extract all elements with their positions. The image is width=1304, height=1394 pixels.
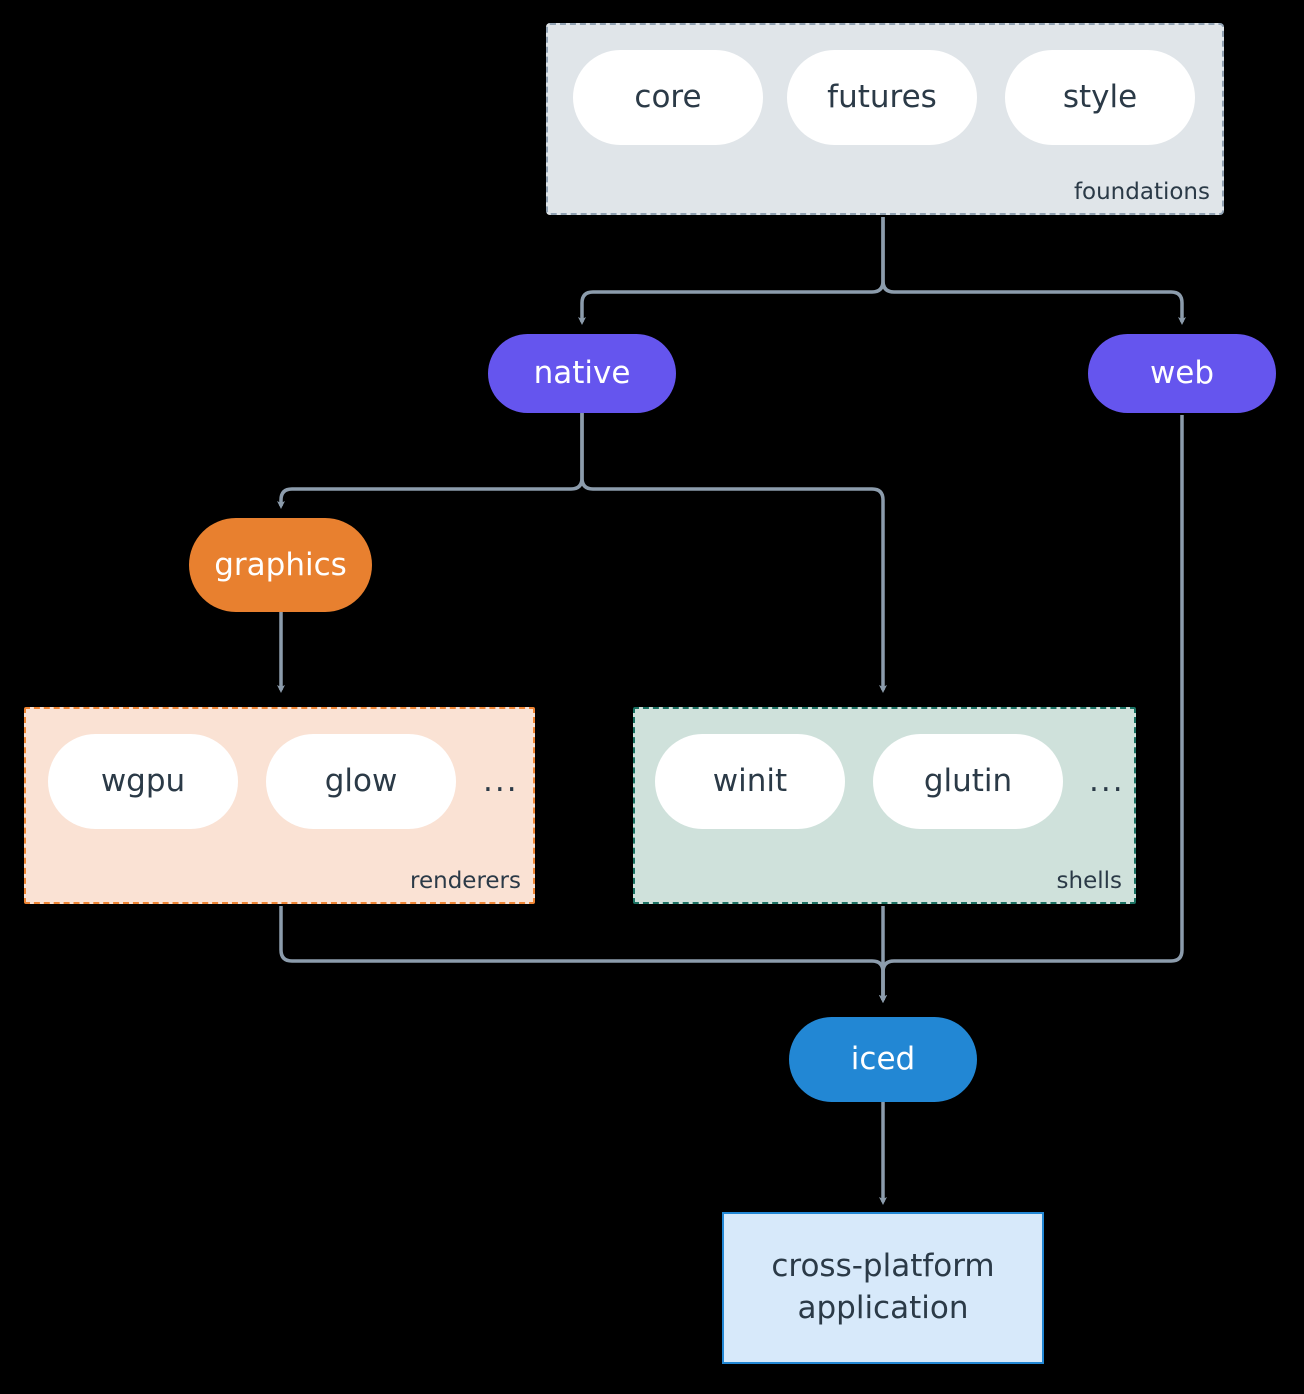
node-glutin[interactable]: glutin bbox=[873, 734, 1063, 829]
node-core-label: core bbox=[634, 79, 702, 115]
node-glow[interactable]: glow bbox=[266, 734, 456, 829]
node-native[interactable]: native bbox=[488, 334, 676, 413]
node-wgpu-label: wgpu bbox=[100, 763, 186, 799]
edge-renderers-iced bbox=[279, 906, 887, 1003]
node-application-text: cross-platform application bbox=[771, 1246, 994, 1330]
edge-native-shells bbox=[580, 413, 887, 693]
node-futures-label: futures bbox=[827, 79, 937, 115]
node-futures[interactable]: futures bbox=[787, 50, 977, 145]
edge-foundations-native bbox=[578, 217, 885, 325]
node-style-label: style bbox=[1062, 79, 1138, 115]
node-core[interactable]: core bbox=[573, 50, 763, 145]
node-cross-platform-application[interactable]: cross-platform application bbox=[722, 1212, 1044, 1364]
node-winit[interactable]: winit bbox=[655, 734, 845, 829]
edge-native-graphics bbox=[277, 413, 584, 509]
node-wgpu[interactable]: wgpu bbox=[48, 734, 238, 829]
node-iced[interactable]: iced bbox=[789, 1017, 977, 1102]
node-winit-label: winit bbox=[712, 763, 788, 799]
cluster-renderers-label: renderers bbox=[410, 868, 521, 894]
node-native-label: native bbox=[533, 355, 631, 391]
node-application-line1: cross-platform bbox=[771, 1248, 995, 1285]
node-glow-label: glow bbox=[324, 763, 398, 799]
node-iced-label: iced bbox=[850, 1041, 916, 1077]
node-glutin-label: glutin bbox=[923, 763, 1013, 799]
edge-foundations-web bbox=[881, 217, 1186, 325]
node-graphics[interactable]: graphics bbox=[189, 518, 372, 612]
node-graphics-label: graphics bbox=[214, 546, 347, 583]
cluster-foundations-label: foundations bbox=[1073, 179, 1210, 205]
cluster-shells-label: shells bbox=[1056, 868, 1122, 894]
node-application-line2: application bbox=[797, 1290, 969, 1326]
renderers-overflow-ellipsis: ... bbox=[483, 763, 519, 799]
node-web[interactable]: web bbox=[1088, 334, 1276, 413]
shells-overflow-ellipsis: ... bbox=[1089, 763, 1125, 799]
node-style[interactable]: style bbox=[1005, 50, 1195, 145]
node-web-label: web bbox=[1149, 355, 1215, 391]
